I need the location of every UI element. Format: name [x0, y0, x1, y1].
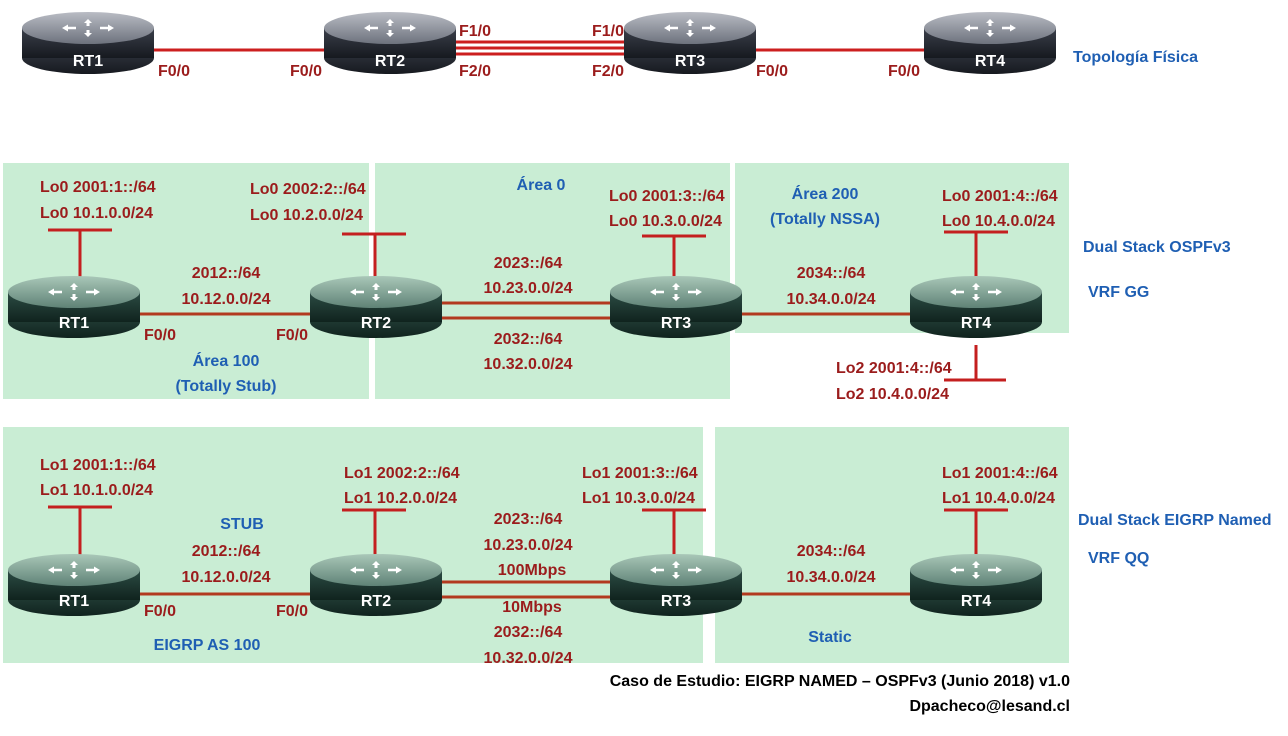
router-label-rt2: RT2: [361, 315, 391, 332]
subnet-label: 2034::/64: [797, 543, 866, 560]
subnet-label: 2023::/64: [494, 511, 563, 528]
router-label-rt4: RT4: [975, 53, 1005, 70]
interface-label: F0/0: [276, 327, 308, 344]
router-label-rt3: RT3: [661, 593, 691, 610]
subnet-label: 10.34.0.0/24: [787, 569, 876, 586]
loopback-label: Lo1 10.1.0.0/24: [40, 482, 153, 499]
loopback-label: Lo1 2002:2::/64: [344, 465, 460, 482]
loopback-label: Lo0 10.4.0.0/24: [942, 213, 1055, 230]
loopback-label: Lo2 2001:4::/64: [836, 360, 952, 377]
ospf-vrf-label: VRF GG: [1088, 284, 1149, 301]
subnet-label: 10.12.0.0/24: [182, 291, 271, 308]
loopback-label: Lo0 10.3.0.0/24: [609, 213, 722, 230]
interface-label: F0/0: [290, 63, 322, 80]
eigrp-as-label: EIGRP AS 100: [154, 637, 261, 654]
area-0-label: Área 0: [517, 175, 566, 194]
static-label: Static: [808, 629, 852, 646]
loopback-label: Lo0 10.1.0.0/24: [40, 205, 153, 222]
loopback-label: Lo1 10.4.0.0/24: [942, 490, 1055, 507]
subnet-label: 2012::/64: [192, 543, 261, 560]
eigrp-vrf-label: VRF QQ: [1088, 550, 1149, 567]
bandwidth-label: 10Mbps: [502, 599, 562, 616]
subnet-label: 10.32.0.0/24: [484, 356, 573, 373]
static-zone: [715, 427, 1069, 663]
interface-label: F1/0: [592, 23, 624, 40]
interface-label: F0/0: [888, 63, 920, 80]
stub-label: STUB: [220, 516, 264, 533]
router-label-rt1: RT1: [59, 593, 89, 610]
subnet-label: 2012::/64: [192, 265, 261, 282]
subnet-label: 10.23.0.0/24: [484, 537, 573, 554]
router-label-rt1: RT1: [73, 53, 103, 70]
ospf-section-title: Dual Stack OSPFv3: [1083, 239, 1231, 256]
physical-topology: RT1 RT2 RT3 RT4 F0/0 F0/0 F1/0 F1/0 F2/0…: [22, 12, 1198, 80]
router-label-rt1: RT1: [59, 315, 89, 332]
router-label-rt2: RT2: [361, 593, 391, 610]
router-label-rt2: RT2: [375, 53, 405, 70]
area-200-type: (Totally NSSA): [770, 211, 880, 228]
loopback-label: Lo2 10.4.0.0/24: [836, 386, 949, 403]
subnet-label: 2023::/64: [494, 255, 563, 272]
loopback-label: Lo0 2001:1::/64: [40, 179, 156, 196]
subnet-label: 10.34.0.0/24: [787, 291, 876, 308]
loopback-label: Lo0 2001:3::/64: [609, 188, 725, 205]
case-study-caption: Caso de Estudio: EIGRP NAMED – OSPFv3 (J…: [610, 673, 1070, 690]
interface-label: F2/0: [592, 63, 624, 80]
subnet-label: 2034::/64: [797, 265, 866, 282]
interface-label: F0/0: [756, 63, 788, 80]
subnet-label: 10.23.0.0/24: [484, 280, 573, 297]
physical-topology-title: Topología Física: [1073, 49, 1198, 66]
subnet-label: 2032::/64: [494, 624, 563, 641]
area-200-label: Área 200: [792, 184, 859, 203]
eigrp-as-zone: [3, 427, 703, 663]
loopback-label: Lo1 2001:4::/64: [942, 465, 1058, 482]
area-100-label: Área 100: [193, 351, 260, 370]
interface-label: F1/0: [459, 23, 491, 40]
loopback-label: Lo1 10.2.0.0/24: [344, 490, 457, 507]
router-label-rt3: RT3: [675, 53, 705, 70]
loopback-label: Lo0 2002:2::/64: [250, 181, 366, 198]
loopback-label: Lo1 2001:3::/64: [582, 465, 698, 482]
subnet-label: 10.12.0.0/24: [182, 569, 271, 586]
subnet-label: 2032::/64: [494, 331, 563, 348]
eigrp-section: RT1 RT2 RT3 RT4 Lo1 2001:1::/64 Lo1 10.1…: [3, 427, 1272, 667]
loopback-label: Lo0 2001:4::/64: [942, 188, 1058, 205]
interface-label: F0/0: [144, 327, 176, 344]
loopback-label: Lo0 10.2.0.0/24: [250, 207, 363, 224]
area-100-type: (Totally Stub): [175, 378, 276, 395]
interface-label: F2/0: [459, 63, 491, 80]
interface-label: F0/0: [276, 603, 308, 620]
loopback-label: Lo1 10.3.0.0/24: [582, 490, 695, 507]
eigrp-section-title: Dual Stack EIGRP Named: [1078, 512, 1272, 529]
router-label-rt4: RT4: [961, 593, 991, 610]
author-email: Dpacheco@lesand.cl: [909, 698, 1070, 715]
router-label-rt4: RT4: [961, 315, 991, 332]
interface-label: F0/0: [158, 63, 190, 80]
router-label-rt3: RT3: [661, 315, 691, 332]
interface-label: F0/0: [144, 603, 176, 620]
subnet-label: 10.32.0.0/24: [484, 650, 573, 667]
bandwidth-label: 100Mbps: [498, 562, 567, 579]
loopback-label: Lo1 2001:1::/64: [40, 457, 156, 474]
ospf-section: RT1 RT2 RT3 RT4 Lo0 2001:1::/64 Lo0 10.1…: [3, 163, 1231, 403]
